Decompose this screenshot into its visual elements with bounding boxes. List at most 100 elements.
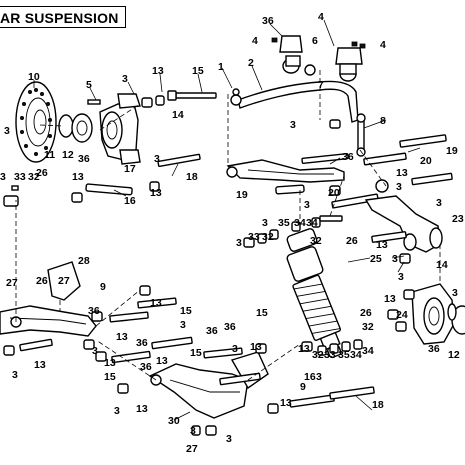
lower-center-arm xyxy=(148,351,269,419)
callout-13: 13 xyxy=(384,293,396,305)
upper-right-arm xyxy=(226,159,345,183)
leader-lines xyxy=(33,19,421,421)
callout-3: 3 xyxy=(12,369,18,381)
bolt xyxy=(203,347,243,359)
callout-3: 3 xyxy=(226,433,232,445)
callout-3: 3 xyxy=(392,253,398,265)
stabilizer-bar xyxy=(230,80,359,123)
callout-8: 8 xyxy=(380,115,386,127)
callout-13: 13 xyxy=(376,239,388,251)
callout-14: 14 xyxy=(172,109,184,121)
callout-18: 18 xyxy=(372,399,384,411)
callout-35: 36 xyxy=(140,361,152,373)
callout-3: 3 xyxy=(290,119,296,131)
bolt xyxy=(399,134,447,148)
callout-34: 35 xyxy=(338,349,350,361)
callout-31: 32 xyxy=(28,171,40,183)
callout-36: 36 xyxy=(224,321,236,333)
callout-13: 13 xyxy=(156,355,168,367)
callout-12: 12 xyxy=(62,149,74,161)
bolt xyxy=(157,153,201,167)
callout-26: 26 xyxy=(36,167,48,179)
bolt xyxy=(331,193,379,209)
callout-16: 16 xyxy=(304,371,316,383)
callout-27: 27 xyxy=(186,443,198,455)
callout-15: 15 xyxy=(190,347,202,359)
nut xyxy=(71,192,83,203)
callout-13: 13 xyxy=(150,187,162,199)
bushing xyxy=(3,195,19,207)
callout-3: 3 xyxy=(4,125,10,137)
callout-16: 16 xyxy=(124,195,136,207)
callout-15: 15 xyxy=(256,307,268,319)
callout-3: 3 xyxy=(154,153,160,165)
lower-left-arm xyxy=(0,305,97,337)
callout-24: 24 xyxy=(396,309,408,321)
assembly-lines xyxy=(15,70,441,381)
stabilizer-link xyxy=(357,117,365,153)
callout-13: 13 xyxy=(150,297,162,309)
bolt xyxy=(363,152,407,166)
callout-12: 12 xyxy=(448,349,460,361)
title-box: AR SUSPENSION xyxy=(0,6,126,28)
callout-1: 1 xyxy=(218,61,224,73)
callout-3: 3 xyxy=(114,405,120,417)
callout-14: 14 xyxy=(436,259,448,271)
callout-31: 32 xyxy=(310,235,322,247)
callout-35: 36 xyxy=(342,151,354,163)
callout-36: 36 xyxy=(136,337,148,349)
brake-disc xyxy=(15,81,57,163)
bolt xyxy=(329,386,375,400)
callout-13: 13 xyxy=(136,403,148,415)
callout-3: 3 xyxy=(262,217,268,229)
callout-28: 27 xyxy=(6,277,18,289)
callout-26: 26 xyxy=(36,275,48,287)
callout-3: 3 xyxy=(232,343,238,355)
callout-3: 3 xyxy=(452,287,458,299)
callout-20: 20 xyxy=(328,187,340,199)
callout-15: 15 xyxy=(180,305,192,317)
callout-34: 35 xyxy=(278,217,290,229)
callout-3: 3 xyxy=(396,181,402,193)
callout-29: 28 xyxy=(78,255,90,267)
bolt xyxy=(301,153,349,164)
callout-20: 19 xyxy=(446,145,458,157)
callout-3: 3 xyxy=(122,73,128,85)
callout-13: 13 xyxy=(250,341,262,353)
bolt xyxy=(219,372,261,386)
bolt xyxy=(109,311,149,323)
bolt xyxy=(137,297,177,309)
stabilizer-clamps xyxy=(279,35,363,82)
callout-32: 33 xyxy=(14,171,26,183)
callout-31: 32 xyxy=(362,321,374,333)
callout-26: 26 xyxy=(346,235,358,247)
callout-5: 5 xyxy=(86,79,92,91)
callout-13: 13 xyxy=(34,359,46,371)
callout-35: 36 xyxy=(428,343,440,355)
bearing xyxy=(71,113,93,143)
callout-18: 18 xyxy=(186,171,198,183)
callout-15: 15 xyxy=(192,65,204,77)
callout-labels: 10 5 3 13 15 1 2 36 4 4 6 4 7 8 3 14 3 1… xyxy=(0,11,464,455)
callout-4: 4 xyxy=(252,35,258,47)
callout-27: 27 xyxy=(58,275,70,287)
washer xyxy=(155,95,165,106)
callout-13: 13 xyxy=(104,357,116,369)
callout-13: 13 xyxy=(116,331,128,343)
right-lower-arm xyxy=(364,179,443,253)
callout-15: 15 xyxy=(104,371,116,383)
callout-3: 3 xyxy=(0,171,6,183)
callout-32: 33 xyxy=(248,231,260,243)
skid-plate xyxy=(47,261,81,301)
callout-3: 3 xyxy=(316,371,322,383)
callout-25: 25 xyxy=(370,253,382,265)
callout-31: 32 xyxy=(312,349,324,361)
callout-6: 6 xyxy=(312,35,318,47)
pin xyxy=(87,99,101,105)
bolt xyxy=(371,231,407,243)
callout-23: 23 xyxy=(452,213,464,225)
callout-9: 9 xyxy=(300,381,306,393)
callout-3: 3 xyxy=(190,425,196,437)
callout-4: 4 xyxy=(380,39,386,51)
